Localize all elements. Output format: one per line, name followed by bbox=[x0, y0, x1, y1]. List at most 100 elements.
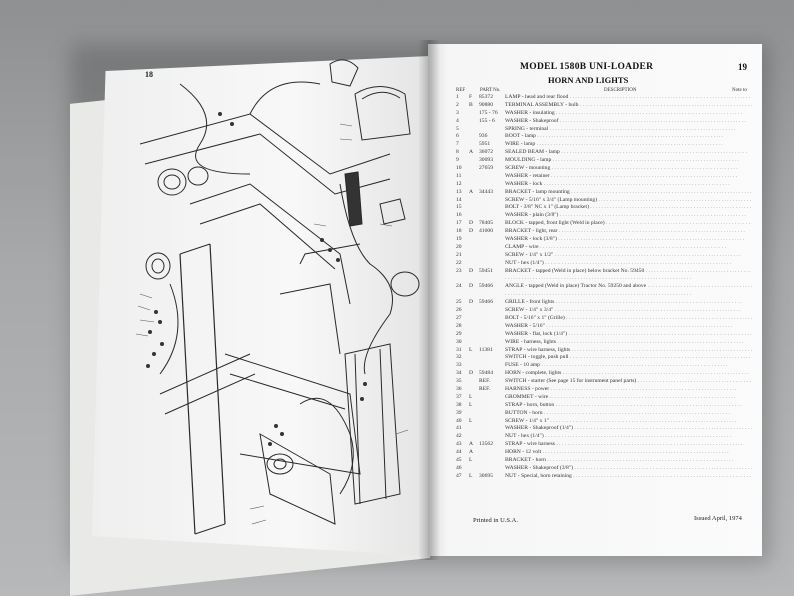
part-number-cell: REF. bbox=[479, 385, 491, 392]
left-page-number: 18 bbox=[145, 70, 153, 79]
part-number-cell: 59484 bbox=[479, 370, 493, 377]
ref-cell: 28 bbox=[456, 322, 462, 329]
qty-code-cell: A bbox=[469, 188, 474, 195]
parts-row: 22 NUT - hex (1/4") bbox=[456, 260, 752, 268]
model-title: MODEL 1580B UNI-LOADER bbox=[520, 62, 654, 72]
part-number-cell bbox=[479, 402, 505, 410]
col-header-ref: REF bbox=[456, 88, 466, 93]
description-cell: LAMP - head and rear flood bbox=[505, 94, 752, 102]
qty-code-cell: B bbox=[469, 101, 473, 108]
ref-cell: 9 bbox=[456, 157, 459, 164]
footer-printed: Printed in U.S.A. bbox=[473, 517, 518, 524]
ref-cell: 27 bbox=[456, 314, 462, 321]
ref-cell: 10 bbox=[456, 165, 462, 172]
ref-cell: 7 bbox=[456, 141, 459, 148]
description-cell: WIRE - harness, lights bbox=[505, 339, 752, 347]
description-cell: SCREW - 1/4" x 1/2" bbox=[505, 252, 752, 260]
description-cell: BUTTON - horn bbox=[505, 410, 752, 418]
qty-code-cell bbox=[469, 354, 479, 362]
part-number-cell: 85372 bbox=[479, 94, 493, 100]
qty-code-cell: L bbox=[469, 401, 473, 408]
description-cell: GRILLE - front lights bbox=[505, 299, 752, 307]
qty-code-cell bbox=[469, 465, 479, 473]
description-cell: NUT - hex (1/4") bbox=[505, 433, 752, 441]
part-number-cell bbox=[479, 260, 505, 268]
parts-row: 27 BOLT - 5/16" x 1" (Grille) bbox=[456, 315, 752, 323]
qty-code-cell: L bbox=[469, 346, 473, 353]
description-cell: NUT - Special, horn retaining bbox=[505, 473, 752, 481]
description-cell: SCREW - 1/4" x 1" bbox=[505, 418, 752, 426]
ref-cell: 36 bbox=[456, 385, 462, 392]
ref-cell: 18 bbox=[456, 228, 462, 235]
description-cell: BOLT - 3/8" NC x 1" (Lamp bracket) bbox=[505, 204, 752, 212]
description-cell: WASHER - Shakeproof (3/8") bbox=[505, 465, 752, 473]
ref-cell: 21 bbox=[456, 251, 462, 258]
description-cell: FUSE - 10 amp bbox=[505, 362, 752, 370]
ref-cell: 26 bbox=[456, 307, 462, 314]
ref-cell: 23 bbox=[456, 267, 462, 274]
parts-row: 1 F 85372 LAMP - head and rear flood bbox=[456, 94, 752, 102]
part-number-cell bbox=[479, 197, 505, 205]
description-cell: WASHER - plain (3/8") bbox=[505, 212, 752, 220]
part-number-cell: 30695 bbox=[479, 472, 493, 479]
description-cell: BOOT - lamp bbox=[505, 133, 752, 141]
description-cell: WIRE - lamp bbox=[505, 141, 752, 149]
part-number-cell bbox=[479, 244, 505, 252]
ref-cell: 19 bbox=[456, 236, 462, 243]
part-number-cell: 30093 bbox=[479, 157, 493, 164]
part-number-cell: 90880 bbox=[479, 101, 493, 108]
description-cell: HORN - 12 volt bbox=[505, 449, 752, 457]
ref-cell: 4 bbox=[456, 117, 459, 124]
qty-code-cell bbox=[469, 339, 479, 347]
ref-cell: 32 bbox=[456, 354, 462, 361]
description-cell: NUT - hex (1/4") bbox=[505, 260, 752, 268]
parts-row bbox=[456, 275, 752, 283]
ref-cell: 46 bbox=[456, 464, 462, 471]
part-number-cell bbox=[479, 339, 505, 347]
qty-code-cell: F bbox=[469, 94, 473, 100]
ref-cell: 34 bbox=[456, 370, 462, 377]
description-cell: GROMMET - wire bbox=[505, 394, 752, 402]
qty-code-cell: A bbox=[469, 441, 474, 448]
qty-code-cell: A bbox=[469, 449, 474, 456]
ref-cell: 8 bbox=[456, 149, 459, 156]
ref-cell: 6 bbox=[456, 133, 459, 140]
qty-code-cell: L bbox=[469, 393, 473, 400]
description-cell: BRACKET - tapped (Weld in place) below b… bbox=[505, 268, 752, 276]
part-number-cell bbox=[479, 181, 505, 189]
parts-row: 11 WASHER - retainer bbox=[456, 173, 752, 181]
part-number-cell: 41000 bbox=[479, 228, 493, 235]
qty-code-cell bbox=[469, 378, 479, 386]
ref-cell: 47 bbox=[456, 472, 462, 479]
description-cell: SCREW - 5/16" x 3/4" (Lamp mounting) bbox=[505, 197, 752, 205]
description-cell: SCREW - mounting bbox=[505, 165, 752, 173]
description-cell: WASHER - Shakeproof bbox=[505, 118, 752, 126]
qty-code-cell: D bbox=[469, 299, 474, 306]
ref-cell: 11 bbox=[456, 172, 462, 179]
qty-code-cell bbox=[469, 133, 479, 141]
ref-cell: 1 bbox=[456, 94, 459, 100]
qty-code-cell: D bbox=[469, 267, 474, 274]
ref-cell: 22 bbox=[456, 259, 462, 266]
qty-code-cell bbox=[469, 315, 479, 323]
description-cell: BOLT - 5/16" x 1" (Grille) bbox=[505, 315, 752, 323]
ref-cell: 40 bbox=[456, 417, 462, 424]
description-cell: WASHER - retainer bbox=[505, 173, 752, 181]
part-number-cell bbox=[479, 331, 505, 339]
